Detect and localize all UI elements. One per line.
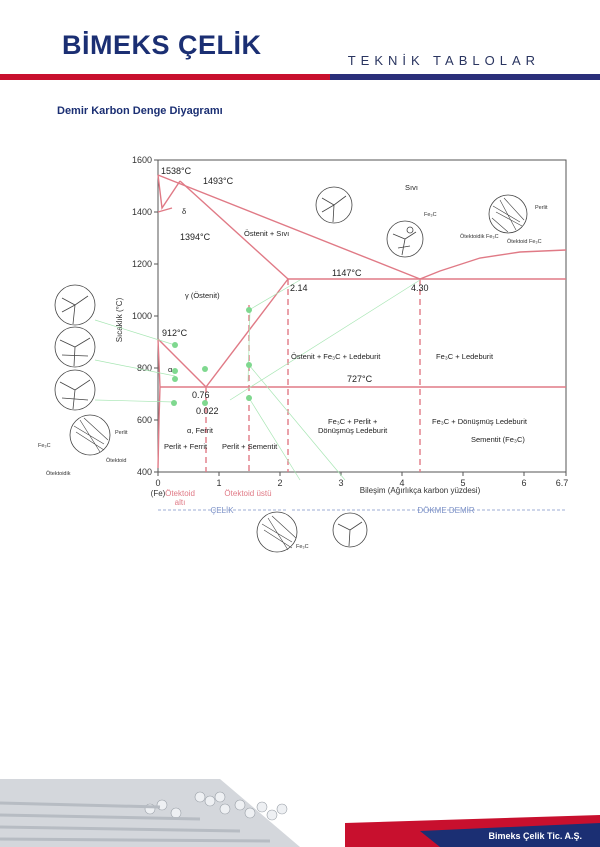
- micro-ostenit-sivi: [315, 186, 353, 224]
- phase-alpha-ferrit: α, Ferrit: [187, 426, 214, 435]
- phase-lines: [157, 174, 567, 472]
- region-otektoid-ustu: Ötektoid üstü: [224, 489, 271, 498]
- region-otektoid-alti-2: altı: [175, 498, 186, 507]
- y-tick: 400: [137, 467, 152, 477]
- micro-label-fe3c-left: Fe₃C: [38, 443, 51, 449]
- label-214: 2.14: [290, 283, 308, 293]
- point-labels: 1538°C 1493°C 1394°C 912°C 1147°C 727°C …: [161, 166, 429, 416]
- y-tick: 1000: [132, 311, 152, 321]
- brand-logo: BİMEKS ÇELİK: [62, 30, 262, 60]
- phase-ostenit: γ (Östenit): [185, 291, 220, 300]
- label-1538: 1538°C: [161, 166, 192, 176]
- gamma-solvus: [157, 207, 173, 213]
- x-tick: 4: [399, 478, 404, 488]
- phase-alpha: α: [168, 365, 173, 374]
- label-430: 4.30: [411, 283, 429, 293]
- label-076: 0.76: [192, 390, 210, 400]
- steel-bars-graphic: [0, 779, 600, 847]
- marker: [202, 366, 208, 372]
- label-1147: 1147°C: [332, 268, 362, 278]
- phase-perlit-ferrit: Perlit + Ferrit: [164, 442, 208, 451]
- region-celik: ÇELİK: [210, 506, 234, 515]
- marker: [171, 400, 177, 406]
- x-tick: 2: [277, 478, 282, 488]
- x-tick: 6.7: [556, 478, 569, 488]
- region-labels: Ötektoid altı Ötektoid üstü ÇELİK DÖKME …: [165, 489, 475, 515]
- phase-fe3c-perlit-2: Dönüşmüş Ledeburit: [318, 426, 388, 435]
- marker: [246, 362, 252, 368]
- ferrite-solvus: [157, 338, 161, 469]
- phase-labels: δ Sıvı Östenit + Sıvı γ (Östenit) α α, F…: [164, 183, 528, 451]
- phase-perlit-sementit: Perlit + Sementit: [222, 442, 278, 451]
- footer-company-name: Bimeks Çelik Tic. A.Ş.: [488, 831, 582, 841]
- micro-label-fe3c-bottom: Fe₃C: [296, 544, 309, 550]
- y-tick: 600: [137, 415, 152, 425]
- micro-left-3: [54, 369, 96, 411]
- x-tick: 0: [155, 478, 160, 488]
- micro-left-1: [54, 284, 96, 326]
- footer-band: Bimeks Çelik Tic. A.Ş.: [0, 779, 600, 847]
- solidus-line: [179, 180, 289, 280]
- a3-line: [157, 338, 207, 388]
- micro-label-otektoid: Ötektoid: [106, 457, 126, 464]
- micro-sivi: [386, 220, 424, 258]
- region-otektoid-alti: Ötektoid: [165, 489, 195, 498]
- y-axis-label: Sıcaklık (°C): [115, 297, 124, 342]
- phase-fe3c-donusmus: Fe₃C + Dönüşmüş Ledeburit: [432, 417, 528, 426]
- header-divider: [0, 74, 600, 80]
- micro-labels: Perlit Ötektoidik Fe₃C Ötektoid Fe₃C Fe₃…: [38, 205, 548, 550]
- phase-ostenit-fe3c-ledeburit: Östenit + Fe₃C + Ledeburit: [291, 352, 381, 361]
- y-tick: 1200: [132, 259, 152, 269]
- micro-perlit-top: [488, 194, 528, 234]
- liquidus-line: [157, 174, 567, 280]
- micro-bottom-2: [332, 512, 368, 548]
- y-tick: 1600: [132, 155, 152, 165]
- phase-ostenit-sivi: Östenit + Sıvı: [244, 229, 289, 238]
- x-tick: 6: [521, 478, 526, 488]
- phase-sementit: Sementit (Fe₃C): [471, 435, 525, 444]
- label-1394: 1394°C: [180, 232, 211, 242]
- phase-sivi: Sıvı: [405, 183, 418, 192]
- label-0022: 0.022: [196, 406, 219, 416]
- label-1493: 1493°C: [203, 176, 234, 186]
- micro-label-fe3c: Fe₃C: [424, 212, 437, 218]
- section-title: Demir Karbon Denge Diyagramı: [57, 105, 223, 117]
- marker: [172, 342, 178, 348]
- phase-fe3c-perlit-1: Fe₃C + Perlit +: [328, 417, 378, 426]
- phase-delta: δ: [182, 207, 186, 216]
- x-origin-label: (Fe): [151, 489, 166, 498]
- label-912: 912°C: [162, 328, 188, 338]
- page-header-title: TEKNİK TABLOLAR: [347, 53, 540, 68]
- y-axis: 400 600 800 1000 1200 1400 1600 Sıcaklık…: [115, 155, 158, 477]
- marker: [172, 376, 178, 382]
- micro-label-perlit: Perlit: [535, 205, 548, 211]
- microstructures: [54, 186, 528, 553]
- micro-left-perlit: [69, 414, 111, 456]
- x-tick: 5: [460, 478, 465, 488]
- marker: [202, 400, 208, 406]
- marker: [246, 395, 252, 401]
- iron-carbon-diagram: 400 600 800 1000 1200 1400 1600 Sıcaklık…: [38, 155, 569, 553]
- marker: [172, 368, 178, 374]
- phase-fe3c-ledeburit: Fe₃C + Ledeburit: [436, 352, 494, 361]
- acm-line: [205, 278, 289, 388]
- leader-lines: [94, 279, 421, 481]
- label-727: 727°C: [347, 374, 373, 384]
- markers: [171, 307, 252, 406]
- micro-label-otektoidik: Ötektoidik: [46, 470, 71, 477]
- micro-bottom-1: [256, 511, 298, 553]
- micro-label-otektoidik-fe3c: Ötektoidik Fe₃C: [460, 233, 499, 240]
- x-axis-label: Bileşim (Ağırlıkça karbon yüzdesi): [360, 486, 481, 495]
- y-tick: 800: [137, 363, 152, 373]
- y-tick: 1400: [132, 207, 152, 217]
- marker: [246, 307, 252, 313]
- micro-left-2: [54, 326, 96, 368]
- x-tick: 1: [216, 478, 221, 488]
- delta-boundary: [157, 174, 181, 210]
- micro-label-perlit-left: Perlit: [115, 430, 128, 436]
- x-axis: 0 1 2 3 4 5 6 6.7 (Fe) Bileşim (Ağırlıkç…: [151, 472, 569, 498]
- x-tick: 3: [338, 478, 343, 488]
- micro-label-otektoid-fe3c: Ötektoid Fe₃C: [507, 238, 542, 245]
- region-dokme-demir: DÖKME DEMİR: [417, 506, 475, 515]
